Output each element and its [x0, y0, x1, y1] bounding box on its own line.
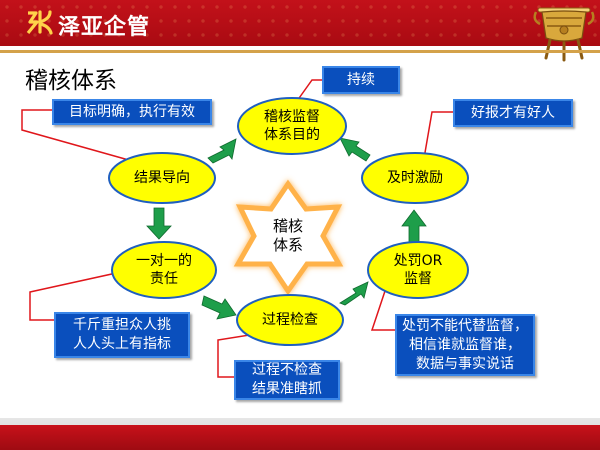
node-purpose-label: 稽核监督 体系目的	[264, 109, 320, 143]
node-process-label: 过程检查	[262, 312, 318, 328]
node-process	[236, 294, 344, 346]
node-result-label: 结果导向	[134, 170, 190, 186]
callout-burden: 千斤重担众人挑 人人头上有指标	[54, 312, 190, 358]
arrow-responsibility-to-process	[201, 295, 237, 320]
header-pattern	[0, 0, 600, 46]
arrow-process-to-punish	[339, 281, 369, 306]
node-incentive-label: 及时激励	[387, 170, 443, 186]
footer-band	[0, 425, 600, 450]
ze-logo-icon	[26, 10, 53, 35]
arrow-result-to-responsibility	[146, 207, 172, 240]
node-incentive	[361, 152, 469, 204]
header-bar	[0, 0, 600, 46]
leader-goal	[21, 109, 151, 167]
arrow-incentive-to-purpose	[339, 137, 371, 162]
arrow-punish-to-incentive	[401, 209, 427, 247]
leader-supervise	[370, 281, 395, 331]
node-purpose	[237, 97, 347, 155]
node-punish	[367, 241, 469, 299]
leader-burden	[29, 269, 131, 321]
callout-persist: 持续	[322, 66, 400, 94]
leader-reward	[421, 111, 453, 171]
logo-text: 泽亚企管	[58, 15, 151, 40]
page-title: 稽核体系	[25, 68, 117, 94]
center-star	[233, 179, 344, 296]
node-responsibility-label: 一对一的 责任	[136, 253, 192, 287]
callout-reward: 好报才有好人	[453, 99, 573, 127]
callout-supervise: 处罚不能代替监督， 相信谁就监督谁， 数据与事实说话	[395, 314, 535, 376]
callout-check: 过程不检查 结果准瞎抓	[234, 360, 340, 400]
star-label: 稽核 体系	[272, 217, 303, 254]
node-responsibility	[111, 241, 217, 299]
bronze-ding-icon	[533, 7, 595, 62]
callout-goal: 目标明确，执行有效	[52, 99, 212, 125]
leader-check	[217, 331, 269, 378]
arrow-purpose-to-result	[207, 138, 237, 164]
node-result	[108, 152, 216, 204]
header-rule	[0, 50, 600, 53]
node-punish-label: 处罚OR 监督	[393, 253, 443, 287]
